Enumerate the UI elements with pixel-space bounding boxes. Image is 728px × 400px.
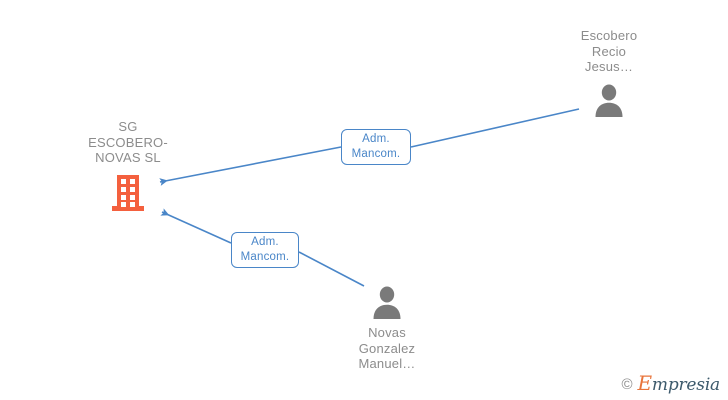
empresia-logo-text: Empresia [638, 373, 721, 395]
company-icon-wrap [62, 172, 194, 214]
person-icon [595, 84, 623, 117]
company-name-label: SG ESCOBERO- NOVAS SL [88, 119, 168, 165]
person-node-novas-gonzalez-manuel[interactable]: Novas Gonzalez Manuel… [327, 284, 447, 372]
building-icon [112, 174, 144, 211]
edge-relation-2-to-person-2 [298, 251, 365, 287]
company-node[interactable]: SG ESCOBERO- NOVAS SL [62, 119, 194, 214]
person-icon-wrap [549, 82, 669, 118]
empresia-logo-initial: E [637, 371, 653, 395]
relation-label-box-1[interactable]: Adm. Mancom. [341, 129, 411, 165]
person-name-label: Novas Gonzalez Manuel… [358, 325, 416, 371]
person-name-label: Escobero Recio Jesus… [580, 28, 638, 74]
person-icon [373, 286, 401, 319]
relation-label-box-2[interactable]: Adm. Mancom. [231, 232, 299, 268]
empresia-watermark: © Empresia [621, 373, 721, 395]
edge-company-to-relation-2 [160, 208, 232, 244]
person-icon-wrap [327, 284, 447, 320]
copyright-icon: © [621, 376, 633, 393]
empresia-logo-rest: mpresia [651, 375, 720, 395]
person-node-escobero-recio-jesus[interactable]: Escobero Recio Jesus… [549, 28, 669, 118]
